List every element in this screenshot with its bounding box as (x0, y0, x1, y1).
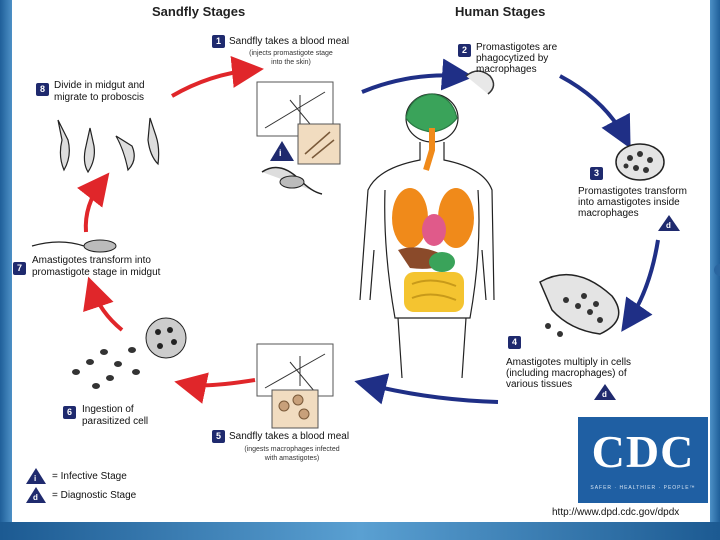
right-edge-tab (714, 264, 720, 276)
stage-5-label: Sandfly takes a blood meal (229, 431, 350, 442)
human-figure (359, 93, 495, 379)
stage-2-label-line-2: phagocytized by (476, 53, 549, 64)
arrow-1-to-2 (361, 58, 474, 94)
arrow-5-to-6 (174, 372, 256, 404)
infective-marker-stage-1 (270, 141, 294, 161)
human-organs (392, 128, 474, 312)
stage-4-label-line-2: (including macrophages) of (506, 368, 627, 379)
stage-number-4: 4 (508, 336, 521, 349)
stage-3-label-line-2: into amastigotes inside (578, 197, 680, 208)
stage-1-detail-line-2: into the skin) (271, 59, 311, 66)
transforming-amastigote-illustration-7 (31, 239, 117, 253)
stage-number-8: 8 (36, 83, 49, 96)
cdc-logo-tagline: SAFER · HEALTHIER · PEOPLE™ (590, 485, 696, 491)
tissue-cells-illustration-4 (539, 273, 620, 337)
stage-number-1: 1 (212, 35, 225, 48)
arrow-3-to-4 (621, 239, 660, 332)
legend-diagnostic-glyph: d (33, 493, 38, 502)
stage-1-detail-line-1: (injects promastigote stage (249, 50, 333, 57)
stage-8-label-line-2: migrate to proboscis (54, 92, 145, 103)
stage-number-5: 5 (212, 430, 225, 443)
stage-2-label-line-3: macrophages (476, 64, 537, 75)
legend-infective-glyph: i (34, 474, 37, 483)
stage-number-2: 2 (458, 44, 471, 57)
sandfly-stages-header: Sandfly Stages (152, 4, 246, 19)
stage-1-label: Sandfly takes a blood meal (229, 36, 350, 47)
stage-7-label-line-2: promastigote stage in midgut (32, 267, 161, 278)
stage-4-label-line-1: Amastigotes multiply in cells (506, 357, 632, 368)
cdc-logo: CDC SAFER · HEALTHIER · PEOPLE™ (578, 417, 708, 503)
legend-infective-icon (26, 468, 46, 484)
legend-diagnostic-label: = Diagnostic Stage (52, 490, 137, 501)
stage-6-label-line-2: parasitized cell (82, 416, 149, 427)
diagnostic-marker-stage-3 (658, 215, 680, 231)
sandfly-illustration-5 (256, 343, 334, 429)
arrow-8-to-1 (170, 55, 264, 98)
stage-7-label-line-1: Amastigotes transform into (32, 255, 151, 266)
stage-number-6: 6 (63, 406, 76, 419)
stage-2-label-line-1: Promastigotes are (476, 42, 558, 53)
stage-3-label-line-3: macrophages (578, 208, 639, 219)
source-url: http://www.dpd.cdc.gov/dpdx (552, 507, 680, 518)
arrow-6-to-7 (83, 276, 124, 332)
legend-diagnostic-icon (26, 487, 46, 503)
human-stages-header: Human Stages (455, 4, 546, 19)
stage-4-label-line-3: various tissues (506, 379, 573, 390)
arrow-2-to-3 (559, 74, 631, 149)
stage-8-label-line-1: Divide in midgut and (54, 80, 145, 91)
sandfly-illustration-1 (256, 81, 341, 165)
infective-marker-glyph: i (279, 148, 282, 158)
diagnostic-marker-stage-4 (594, 384, 616, 400)
stage-5-detail-line-1: (ingests macrophages infected (244, 446, 340, 453)
promastigotes-illustration-8 (57, 117, 160, 174)
bottom-accent-bar (0, 522, 720, 540)
parasitized-cells-illustration-6 (72, 317, 187, 389)
stage-5-detail-line-2: with amastigotes) (264, 455, 320, 462)
legend-infective-label: = Infective Stage (52, 471, 127, 482)
macrophage-illustration-2 (465, 70, 495, 95)
stage-6-label-line-1: Ingestion of (82, 404, 134, 415)
left-accent-strip (0, 0, 12, 540)
cdc-logo-letters: CDC (591, 426, 695, 477)
arrow-7-to-8 (77, 172, 110, 233)
stage-3-label-line-1: Promastigotes transform (578, 186, 687, 197)
diagnostic-marker-glyph: d (666, 221, 671, 230)
stage-number-7: 7 (13, 262, 26, 275)
diagnostic-marker-glyph: d (602, 390, 607, 399)
infected-macrophage-illustration-3 (615, 143, 665, 181)
arrow-4-to-5 (354, 373, 499, 405)
promastigote-illustration (261, 166, 323, 195)
stage-number-3: 3 (590, 167, 603, 180)
